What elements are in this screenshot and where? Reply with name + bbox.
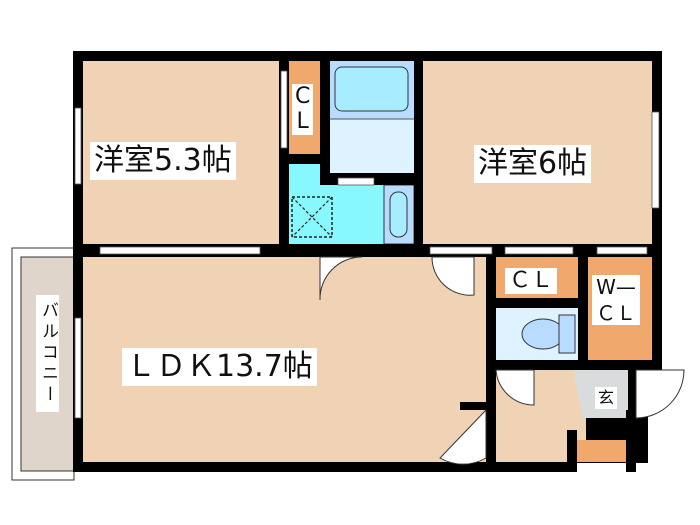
closet-label-1-line2: L: [296, 109, 309, 134]
door-swings: [319, 256, 685, 465]
room-label-western-5-3: 洋室5.3帖: [90, 142, 236, 180]
walk-in-closet-label-line1: W—: [596, 275, 636, 299]
room-label-western-6: 洋室6帖: [474, 145, 592, 183]
room-label-ldk: ＬＤＫ13.7帖: [122, 348, 317, 386]
balcony-area: [11, 247, 76, 481]
closet-label-1-line1: C: [295, 84, 311, 109]
room-floors: [83, 61, 652, 462]
closet-label-2: ＣＬ: [505, 268, 558, 294]
walk-in-closet-label: W— ＣＬ: [592, 275, 640, 325]
balcony-label: バルコニー: [36, 295, 59, 412]
closet-doors: [280, 70, 648, 255]
closet-label-1: C L: [292, 84, 314, 135]
windows: [74, 107, 660, 419]
walk-in-closet-label-line2: ＣＬ: [596, 301, 636, 325]
entrance-label: 玄: [595, 387, 618, 409]
